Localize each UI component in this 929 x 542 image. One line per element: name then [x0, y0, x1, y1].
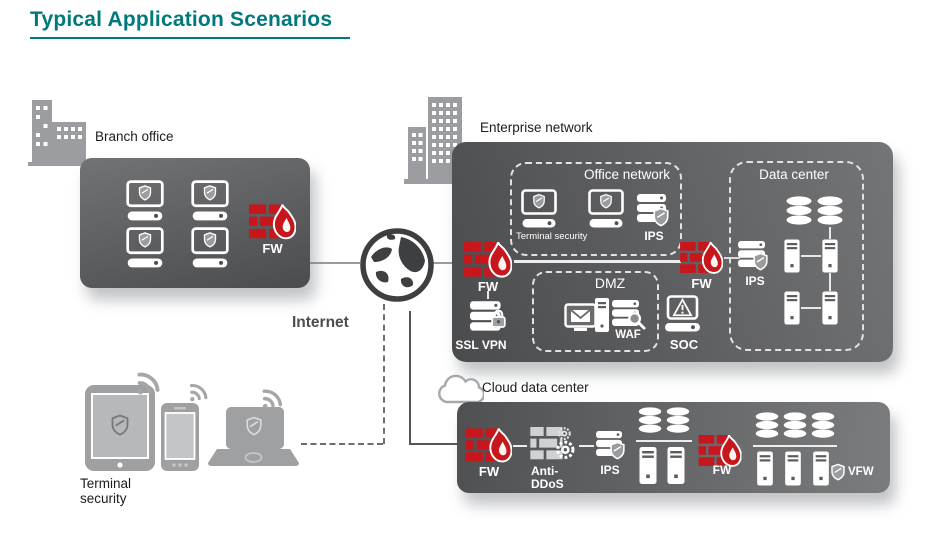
server-tower-icon — [821, 239, 839, 273]
office-terminal-security-label: Terminal security — [516, 231, 588, 242]
server-tower-icon — [784, 451, 802, 486]
branch-building-icon — [28, 100, 90, 166]
cloud-fw-inner-label: FW — [712, 463, 732, 477]
line-internet-terminal-vertical — [383, 304, 385, 444]
enterprise-building-icon — [404, 97, 470, 184]
line-fw-to-ips — [724, 257, 740, 259]
protected-pc-icon — [191, 180, 229, 222]
anti-ddos-label-line2: DDoS — [531, 477, 564, 491]
server-tower-icon — [783, 239, 801, 273]
line-db-server — [829, 227, 831, 239]
vfw-label: VFW — [848, 466, 874, 478]
cloud-icon — [438, 374, 484, 404]
database-icon — [666, 407, 690, 434]
data-center-zone — [729, 161, 864, 351]
database-icon — [783, 412, 807, 439]
server-tower-icon — [812, 451, 830, 486]
mail-server-icon — [564, 298, 609, 332]
office-network-zone — [510, 162, 682, 256]
enterprise-network-label: Enterprise network — [480, 120, 593, 135]
database-icon — [786, 196, 812, 226]
line-server-server-vertical — [829, 273, 831, 291]
ips-icon — [637, 194, 669, 227]
line-fw-to-sslvpn — [487, 291, 489, 299]
internet-globe-icon — [360, 228, 434, 302]
ssl-vpn-label: SSL VPN — [455, 338, 507, 352]
firewall-icon — [466, 428, 512, 464]
terminal-security-label-line1: Terminal — [80, 476, 132, 491]
server-shelf-line — [753, 445, 837, 447]
firewall-icon — [249, 204, 296, 241]
internet-label: Internet — [292, 314, 349, 331]
server-tower-icon — [756, 451, 774, 486]
anti-ddos-label-line1: Anti- — [531, 464, 559, 478]
database-icon — [755, 412, 779, 439]
soc-icon — [665, 295, 700, 332]
firewall-icon — [680, 242, 723, 275]
office-network-label: Office network — [583, 167, 670, 182]
data-center-label: Data center — [759, 167, 829, 182]
ssl-vpn-icon — [470, 301, 506, 331]
firewall-icon — [464, 242, 512, 279]
cloud-fw-edge-label: FW — [478, 464, 500, 479]
line-branch-internet — [309, 262, 360, 264]
enterprise-fw-left-label: FW — [477, 279, 499, 294]
branch-fw-label: FW — [262, 241, 283, 256]
protected-pc-icon — [126, 227, 164, 269]
server-tower-icon — [783, 291, 801, 325]
dmz-zone — [532, 271, 659, 352]
enterprise-fw-right-label: FW — [691, 276, 712, 291]
line-internet-enterprise — [433, 262, 467, 264]
ips-icon — [596, 431, 625, 460]
vfw-shield-icon — [830, 463, 846, 481]
office-ips-label: IPS — [644, 229, 664, 243]
database-icon — [811, 412, 835, 439]
line-internet-terminal-horizontal — [301, 443, 383, 445]
line-fw-antiddos — [513, 445, 527, 447]
anti-ddos-icon — [530, 427, 575, 460]
line-internet-cloud-vertical — [409, 311, 411, 444]
page-title: Typical Application Scenarios — [30, 8, 351, 39]
server-tower-icon — [639, 446, 657, 485]
server-shelf-line — [636, 440, 692, 442]
branch-office-label: Branch office — [95, 129, 174, 144]
dmz-label: DMZ — [594, 275, 626, 291]
soc-label: SOC — [669, 337, 699, 352]
waf-label: WAF — [615, 329, 641, 341]
line-internet-cloud-horizontal — [409, 443, 467, 445]
line-fw-to-fw — [514, 260, 681, 263]
datacenter-ips-label: IPS — [745, 274, 765, 288]
ips-icon — [738, 241, 768, 271]
server-tower-icon — [821, 291, 839, 325]
line-server-server — [801, 255, 821, 257]
line-antiddos-ips — [579, 445, 594, 447]
tablet-icon — [85, 385, 155, 471]
laptop-icon — [208, 407, 299, 466]
smartphone-icon — [161, 403, 199, 471]
cloud-ips-label: IPS — [600, 463, 620, 477]
database-icon — [817, 196, 843, 226]
protected-pc-icon — [588, 189, 624, 229]
line-server-server — [801, 307, 821, 309]
terminal-security-label-line2: security — [80, 491, 127, 506]
protected-pc-icon — [191, 227, 229, 269]
cloud-data-center-label: Cloud data center — [482, 380, 589, 395]
protected-pc-icon — [126, 180, 164, 222]
protected-pc-icon — [521, 189, 557, 229]
server-tower-icon — [667, 446, 685, 485]
database-icon — [638, 407, 662, 434]
waf-icon — [612, 300, 646, 330]
